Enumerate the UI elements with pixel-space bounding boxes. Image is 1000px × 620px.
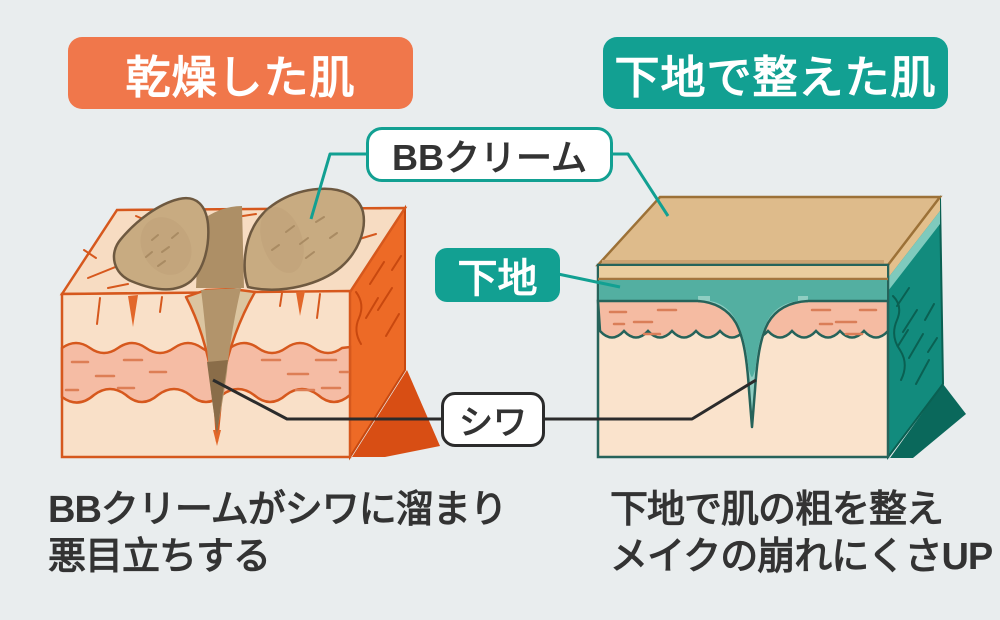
primer-connector: [557, 272, 621, 289]
side-hatch-lines: [892, 287, 938, 385]
blob-shading: [140, 217, 192, 275]
wrinkle-callout: シワ: [441, 392, 545, 447]
bb-cream-top-surface: [595, 195, 943, 267]
surface-crack-drops: [96, 292, 321, 325]
bb-cream-connector-right: [613, 152, 670, 217]
dry-skin-block: [59, 187, 440, 461]
crack-fissure: [296, 291, 305, 316]
bb-cream-callout: BBクリーム: [366, 127, 613, 182]
wrinkle-connector-left: [212, 378, 441, 421]
primed-skin-title: 下地で整えた肌: [603, 37, 948, 109]
blob-texture: [145, 216, 338, 267]
primed-skin-caption: 下地で肌の粗を整え メイクの崩れにくさUP: [610, 487, 993, 580]
primer-band: [599, 280, 887, 301]
cream-dark-tip: [207, 360, 228, 434]
blob-shading: [260, 207, 304, 273]
primed-skin-block: [595, 195, 966, 460]
dry-skin-title: 乾燥した肌: [68, 37, 413, 109]
cream-layer-side-edge: [888, 198, 940, 278]
wrinkle-connector-right: [545, 378, 757, 421]
dermis-dashes-right: [608, 308, 878, 336]
caption-line: BBクリームがシワに溜まり: [48, 489, 508, 531]
dry-skin-shadow: [352, 370, 440, 457]
primed-skin-shadow: [890, 384, 966, 458]
cream-in-wrinkle: [201, 288, 241, 432]
wrinkle-tip: [213, 430, 221, 446]
primer-wrinkle-outline: [697, 299, 809, 429]
dermis-dashes-left: [64, 358, 350, 392]
caption-line: 悪目立ちする: [48, 535, 271, 578]
bb-cream-front-strip: [599, 266, 887, 279]
caption-line: メイクの崩れにくさUP: [610, 535, 993, 578]
bb-cream-connector-left: [309, 152, 366, 220]
crack-fissure: [128, 295, 138, 327]
primer-callout: 下地: [435, 248, 560, 302]
dry-skin-caption: BBクリームがシワに溜まり 悪目立ちする: [48, 487, 508, 580]
primer-layer-side-edge: [888, 211, 940, 291]
caption-line: 下地で肌の粗を整え: [610, 489, 944, 531]
primer-wrinkle-core: [710, 296, 798, 377]
